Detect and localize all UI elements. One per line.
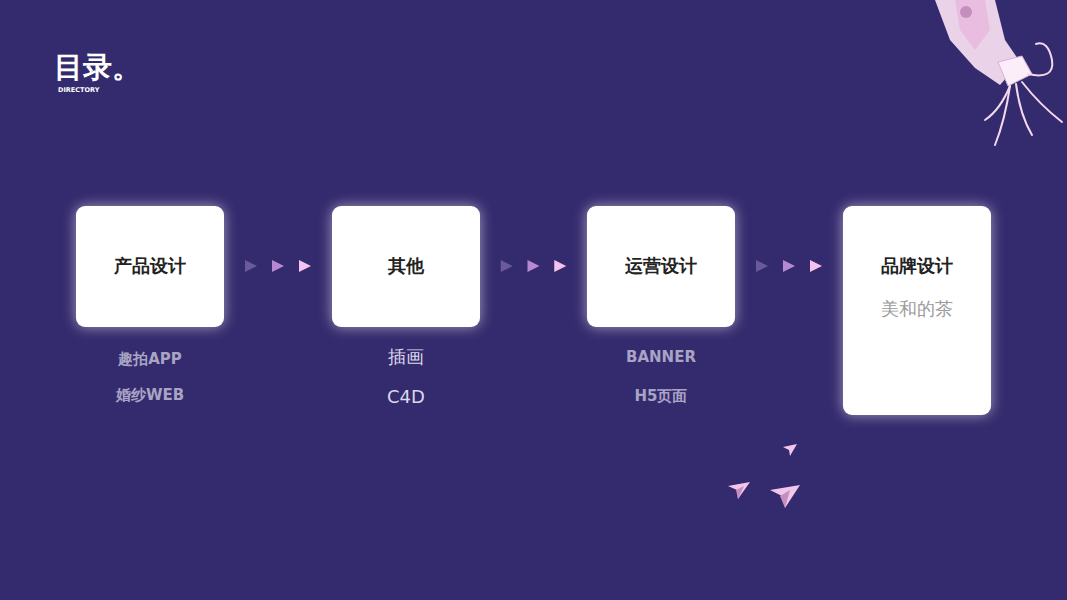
category-box: 其他 xyxy=(332,206,480,327)
box-subtitle: 美和的茶 xyxy=(843,297,991,321)
arrow-triangle xyxy=(501,260,513,272)
flow-arrows xyxy=(756,260,822,272)
arrow-triangle xyxy=(245,260,257,272)
arrow-triangle xyxy=(554,260,566,272)
item-label: BANNER xyxy=(626,348,696,366)
category-box: 产品设计 xyxy=(76,206,224,327)
arrow-triangle xyxy=(299,260,311,272)
title-subtitle: DIRECTORY xyxy=(58,86,99,94)
item-label: 趣拍APP xyxy=(118,350,182,369)
arrow-triangle xyxy=(756,260,768,272)
category-box: 品牌设计美和的茶 xyxy=(843,206,991,415)
box-title: 其他 xyxy=(332,254,480,278)
arrow-triangle xyxy=(810,260,822,272)
item-label: 婚纱WEB xyxy=(116,386,184,405)
box-title: 运营设计 xyxy=(587,254,735,278)
paper-birds xyxy=(728,444,800,508)
box-title: 产品设计 xyxy=(76,254,224,278)
arrow-triangle xyxy=(528,260,540,272)
flow-arrows xyxy=(245,260,311,272)
arrow-triangle xyxy=(272,260,284,272)
item-label: 插画 xyxy=(388,345,424,369)
item-label: H5页面 xyxy=(635,387,688,406)
item-label: C4D xyxy=(387,386,425,407)
box-title: 品牌设计 xyxy=(843,254,991,278)
page-title: 目录。 xyxy=(54,48,141,88)
category-box: 运营设计 xyxy=(587,206,735,327)
flow-arrows xyxy=(501,260,567,272)
pen-illustration xyxy=(935,0,1062,145)
arrow-triangle xyxy=(783,260,795,272)
